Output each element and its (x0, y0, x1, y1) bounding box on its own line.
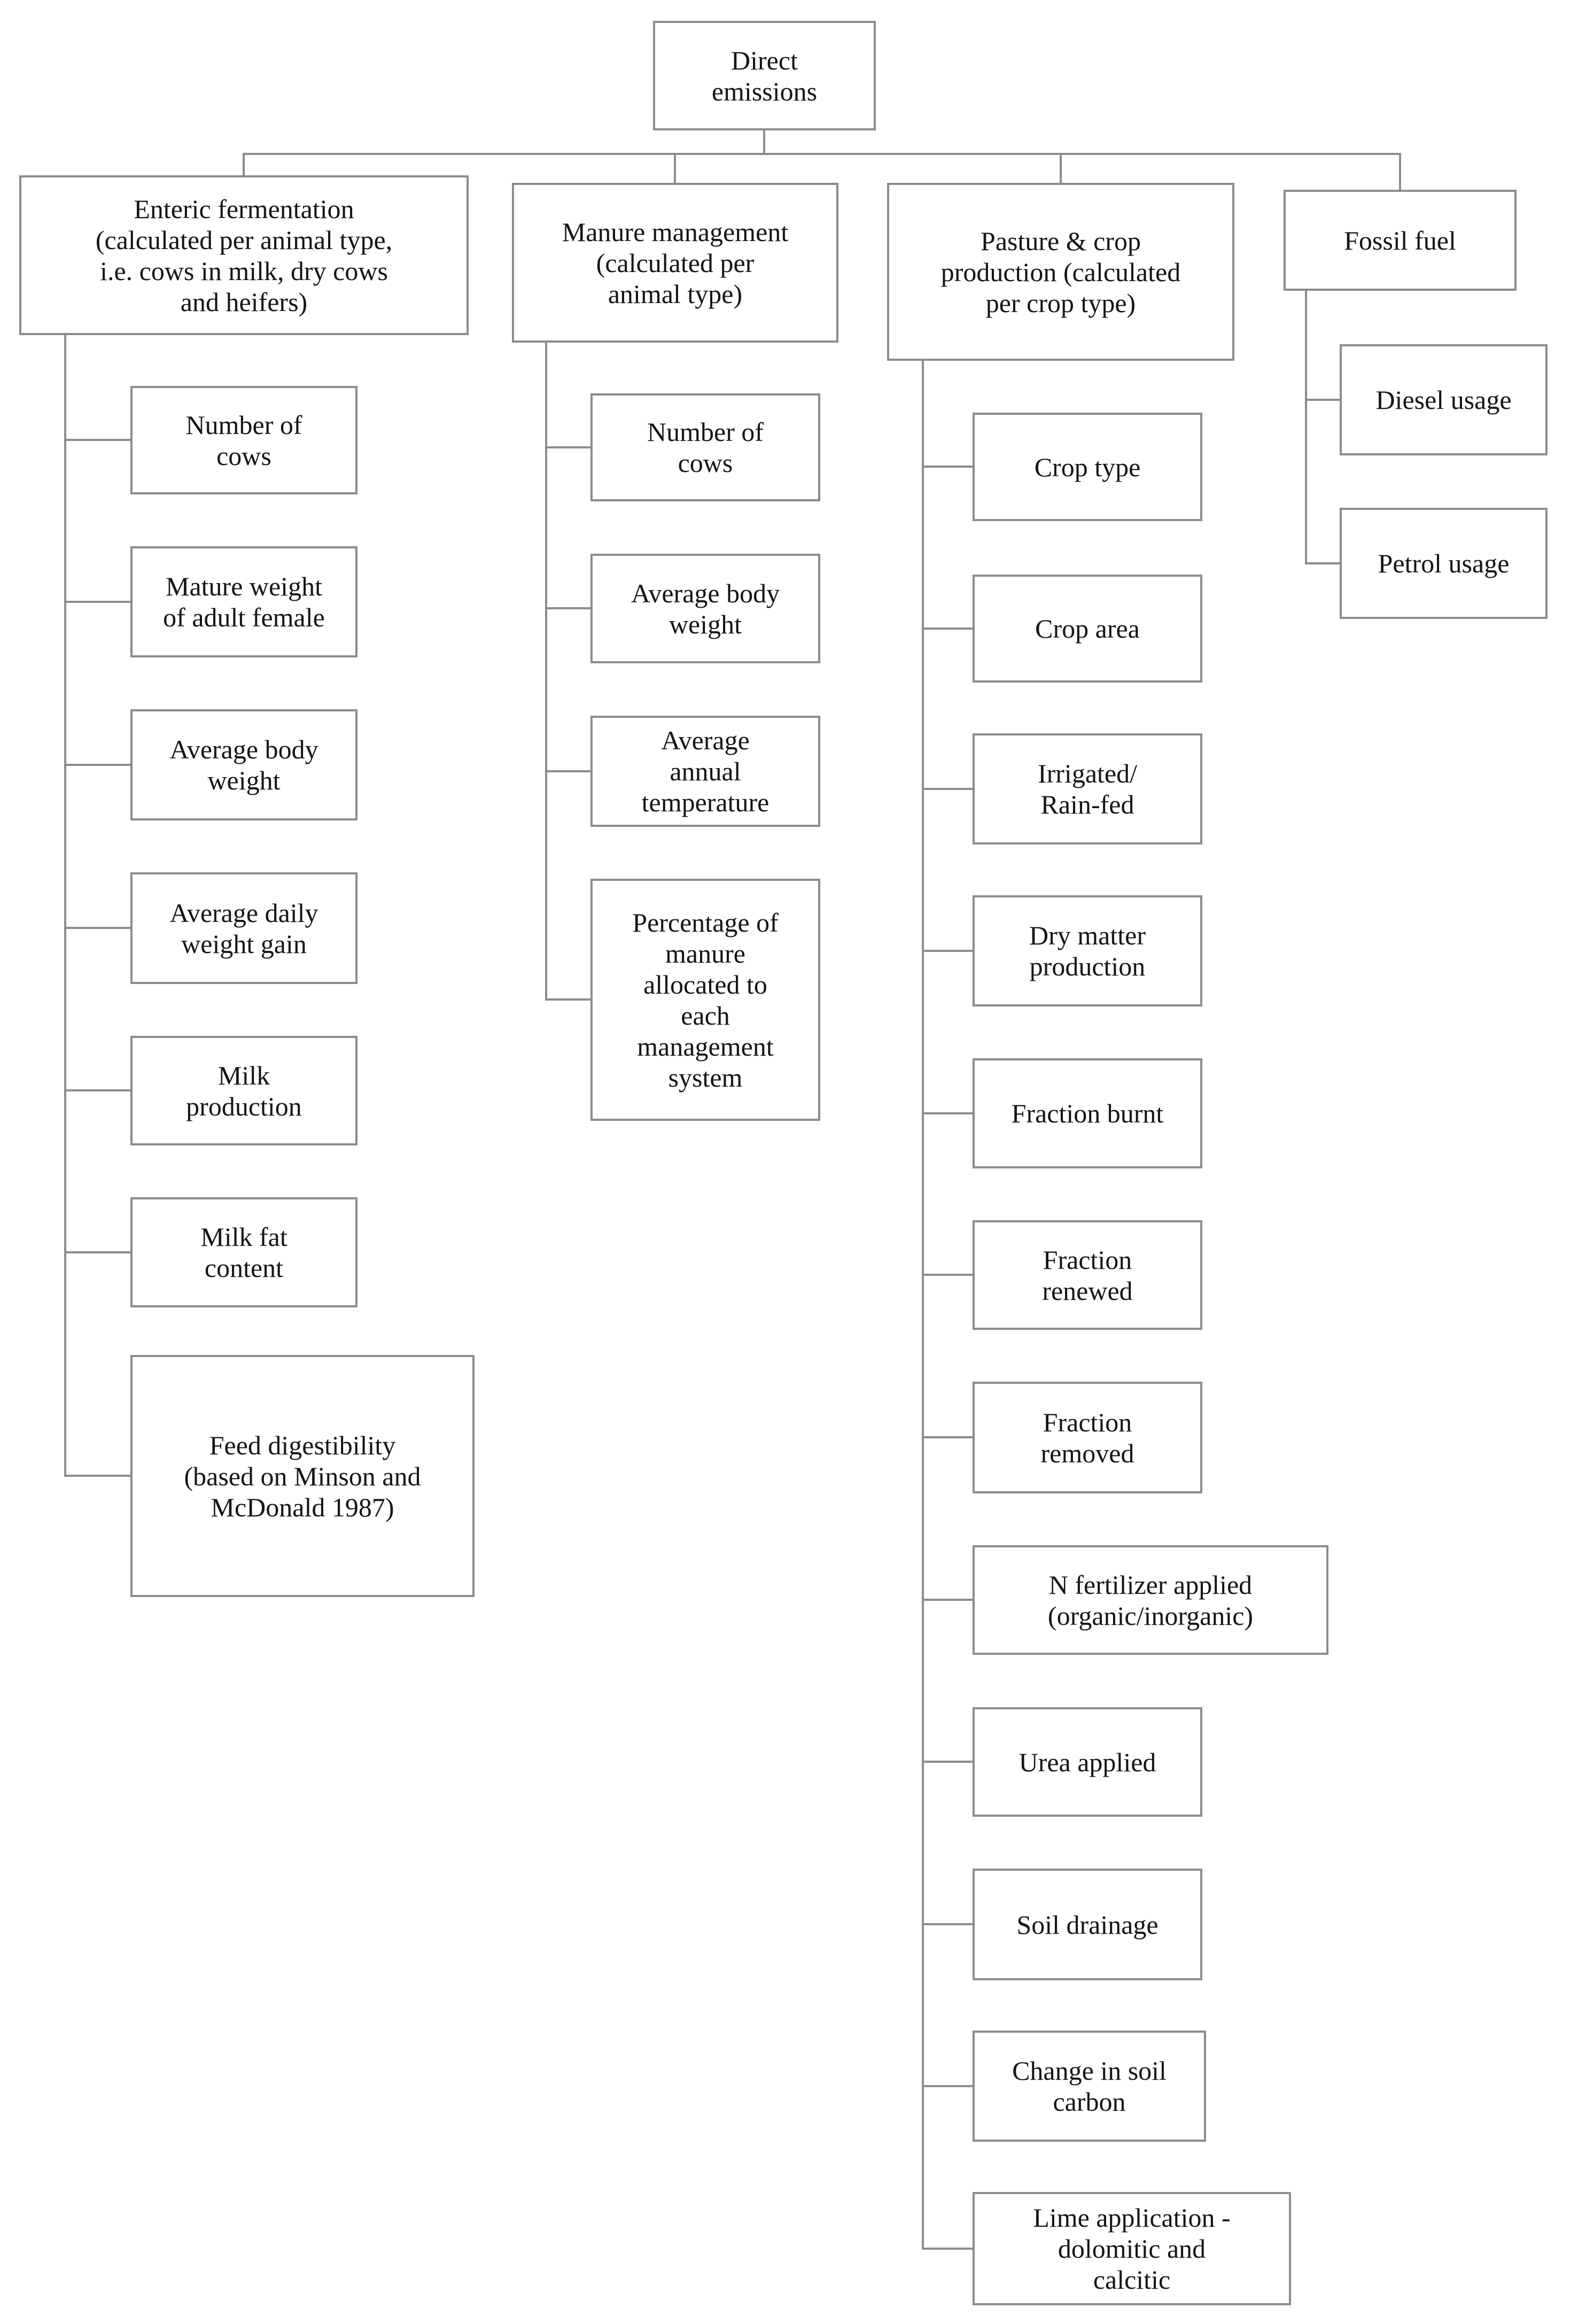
connector-pasture-stub-3 (922, 788, 973, 790)
connector-pasture-stub-1 (922, 466, 973, 468)
connector-enteric-trunk (64, 335, 66, 1476)
node-fraction-removed: Fraction removed (973, 1382, 1202, 1493)
connector-fossil-stub-1 (1305, 399, 1340, 401)
connector-pasture-stub-4 (922, 950, 973, 952)
node-average-daily-weight-gain: Average daily weight gain (130, 872, 357, 984)
node-diesel-usage: Diesel usage (1340, 344, 1548, 455)
node-manure-average-body-weight: Average body weight (590, 554, 820, 663)
node-milk-production: Milk production (130, 1036, 357, 1145)
node-soil-drainage: Soil drainage (973, 1869, 1202, 1980)
node-direct-emissions: Direct emissions (653, 21, 876, 130)
connector-drop-enteric (243, 153, 245, 175)
node-enteric-average-body-weight: Average body weight (130, 709, 357, 820)
connector-pasture-stub-12 (922, 2248, 973, 2250)
node-manure-management: Manure management (calculated per animal… (512, 183, 838, 343)
connector-top-rail (243, 153, 1401, 155)
connector-drop-fossil (1399, 153, 1401, 190)
node-fossil-fuel: Fossil fuel (1284, 190, 1517, 291)
node-petrol-usage: Petrol usage (1340, 508, 1548, 619)
connector-enteric-stub-3 (64, 764, 130, 766)
connector-enteric-stub-1 (64, 439, 130, 441)
connector-manure-stub-1 (545, 446, 590, 448)
connector-pasture-stub-7 (922, 1436, 973, 1438)
node-n-fertilizer-applied: N fertilizer applied (organic/inorganic) (973, 1545, 1328, 1655)
connector-root-stem (763, 130, 765, 155)
node-enteric-number-of-cows: Number of cows (130, 386, 357, 494)
connector-manure-stub-2 (545, 607, 590, 609)
connector-drop-manure (674, 153, 676, 183)
node-change-in-soil-carbon: Change in soil carbon (973, 2031, 1206, 2142)
node-lime-application: Lime application - dolomitic and calciti… (973, 2192, 1291, 2305)
node-feed-digestibility: Feed digestibility (based on Minson and … (130, 1355, 475, 1597)
node-fraction-renewed: Fraction renewed (973, 1220, 1202, 1330)
connector-enteric-stub-7 (64, 1475, 130, 1477)
node-crop-type: Crop type (973, 413, 1202, 521)
connector-fossil-stub-2 (1305, 562, 1340, 564)
connector-enteric-stub-6 (64, 1251, 130, 1253)
node-mature-weight-adult-female: Mature weight of adult female (130, 546, 357, 657)
connector-pasture-stub-11 (922, 2085, 973, 2087)
node-irrigated-rainfed: Irrigated/ Rain-fed (973, 733, 1202, 845)
node-manure-number-of-cows: Number of cows (590, 393, 820, 501)
connector-enteric-stub-2 (64, 601, 130, 603)
connector-fossil-trunk (1305, 291, 1307, 563)
connector-pasture-trunk (922, 361, 924, 2249)
connector-manure-trunk (545, 343, 547, 1000)
connector-pasture-stub-6 (922, 1274, 973, 1276)
node-enteric-fermentation: Enteric fermentation (calculated per ani… (19, 175, 469, 335)
connector-drop-pasture (1060, 153, 1062, 183)
node-fraction-burnt: Fraction burnt (973, 1058, 1202, 1168)
connector-pasture-stub-8 (922, 1599, 973, 1601)
node-percentage-manure-allocated: Percentage of manure allocated to each m… (590, 879, 820, 1121)
connector-pasture-stub-5 (922, 1112, 973, 1114)
connector-enteric-stub-4 (64, 927, 130, 929)
node-crop-area: Crop area (973, 575, 1202, 683)
node-pasture-crop-production: Pasture & crop production (calculated pe… (887, 183, 1234, 361)
connector-pasture-stub-2 (922, 628, 973, 630)
connector-manure-stub-4 (545, 998, 590, 1001)
node-milk-fat-content: Milk fat content (130, 1197, 357, 1307)
node-average-annual-temperature: Average annual temperature (590, 716, 820, 827)
connector-pasture-stub-9 (922, 1761, 973, 1763)
node-urea-applied: Urea applied (973, 1707, 1202, 1817)
connector-pasture-stub-10 (922, 1923, 973, 1925)
connector-enteric-stub-5 (64, 1089, 130, 1091)
node-dry-matter-production: Dry matter production (973, 895, 1202, 1006)
connector-manure-stub-3 (545, 770, 590, 772)
